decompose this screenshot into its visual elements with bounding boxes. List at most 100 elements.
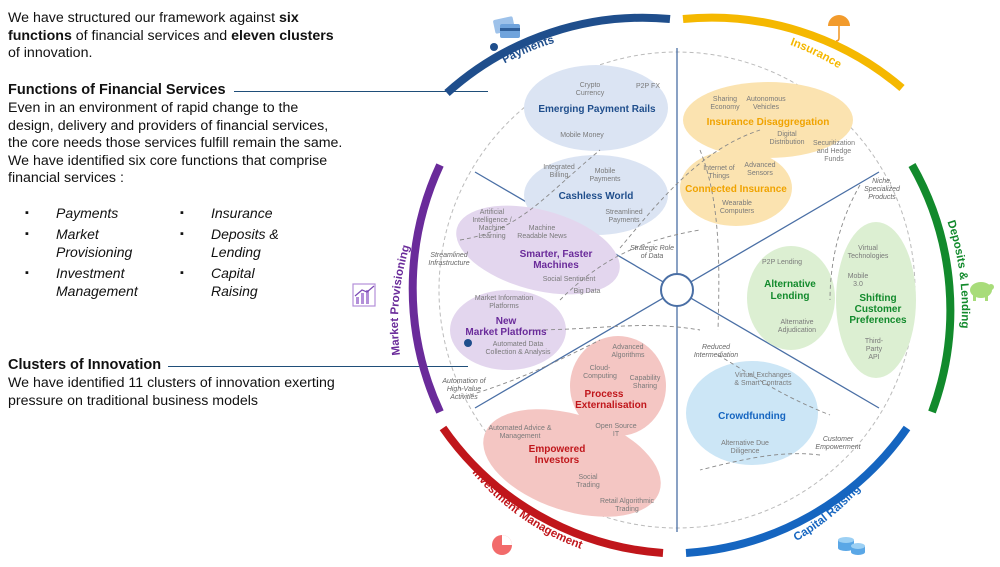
- bullet-capital-raising: ▪Capital Raising: [180, 265, 258, 299]
- cluster-alternative-lending-bg: [747, 246, 835, 350]
- theme-niche-3: Products: [868, 194, 896, 201]
- sub-social-sentiment: Social Sentiment: [543, 276, 596, 283]
- theme-reduced-intermediation-1: Reduced: [702, 344, 731, 351]
- theme-customer-empowerment-1: Customer: [823, 436, 854, 443]
- sub-iot-2: Things: [708, 173, 730, 180]
- cluster-process-2: Externalisation: [575, 400, 647, 411]
- cluster-process-1: Process: [585, 389, 624, 400]
- sub-open-source-1: Open Source: [595, 423, 636, 430]
- piggy-bank-icon: [970, 282, 994, 301]
- ring-marker-dot: [464, 339, 472, 347]
- theme-automation-3: Activities: [449, 394, 478, 401]
- bullet-label: Investment Management: [56, 265, 138, 299]
- cluster-crowdfunding-bg: [686, 361, 818, 465]
- ring-segment-market: [408, 163, 444, 414]
- sub-virtual-tech-2: Technologies: [848, 253, 889, 260]
- clusters-title: Clusters of Innovation: [8, 357, 162, 373]
- functions-title-rule: [234, 91, 488, 92]
- sub-capability-2: Sharing: [633, 383, 657, 390]
- sub-p2p-fx: P2P FX: [636, 83, 660, 90]
- intro-text: We have structured our framework against…: [8, 10, 348, 63]
- cluster-empowered-investors-bg: [483, 409, 661, 517]
- sub-ai-2: Intelligence /: [472, 217, 511, 224]
- functions-body: Even in an environment of rapid change t…: [8, 100, 343, 186]
- bar-chart-icon: [352, 283, 376, 307]
- sub-capability-1: Capability: [630, 375, 661, 382]
- sub-adv-algorithms-1: Advanced: [612, 344, 643, 351]
- sub-auto-data-1: Automated Data: [493, 341, 544, 348]
- intro-bold-clusters: eleven clusters: [231, 27, 334, 44]
- sub-market-info-1: Market Information: [475, 295, 533, 302]
- sub-mobile30-2: 3.0: [853, 281, 863, 288]
- coins-icon: [838, 537, 865, 555]
- sub-auto-advice-1: Automated Advice &: [488, 425, 551, 432]
- cluster-insurance-disaggregation: Insurance Disaggregation: [707, 117, 830, 128]
- sub-streamlined-payments-2: Payments: [608, 217, 640, 224]
- sub-virtual-exchanges-2: & Smart Contracts: [734, 380, 792, 387]
- theme-niche-1: Niche,: [872, 178, 892, 185]
- sub-crypto-2: Currency: [576, 90, 605, 97]
- theme-customer-empowerment-2: Empowerment: [815, 444, 861, 451]
- bullet-label: Capital Raising: [211, 265, 258, 299]
- sub-ai-3: Machine: [479, 225, 506, 232]
- sub-wearable-2: Computers: [720, 208, 755, 215]
- ring-segment-deposits: [908, 163, 955, 414]
- sub-autonomous-2: Vehicles: [753, 104, 780, 111]
- outer-ring: [408, 13, 955, 557]
- sub-securitization-3: Funds: [824, 156, 844, 163]
- sub-alt-due-2: Diligence: [731, 448, 760, 455]
- umbrella-icon: [828, 15, 850, 42]
- sub-crypto-1: Crypto: [580, 82, 601, 89]
- sub-iot-1: Internet of: [703, 165, 735, 172]
- bullet-label: Market Provisioning: [56, 226, 133, 260]
- sub-integrated-billing-1: Integrated: [543, 164, 575, 171]
- theme-connectors: [459, 129, 861, 471]
- cluster-new-market-platforms-bg: [450, 290, 566, 370]
- sub-integrated-billing-2: Billing: [550, 172, 569, 179]
- sub-mrn-1: Machine: [529, 225, 556, 232]
- theme-strategic-data-1: Strategic Role: [630, 245, 674, 252]
- cluster-alternative-lending-1: Alternative: [764, 279, 816, 290]
- sub-cloud-2: Computing: [583, 373, 617, 380]
- sub-alt-adjudication-2: Adjudication: [778, 327, 816, 334]
- theme-streamlined-infra-2: Infrastructure: [428, 260, 469, 267]
- theme-automation-1: Automation of: [441, 378, 486, 385]
- cluster-empowered-2: Investors: [535, 455, 580, 466]
- clusters-title-rule: [168, 366, 468, 367]
- sub-auto-data-2: Collection & Analysis: [486, 349, 551, 356]
- bullet-label: Deposits & Lending: [211, 226, 279, 260]
- sub-social-trading-1: Social: [578, 474, 598, 481]
- sub-third-party-api-1: Third-: [865, 338, 884, 345]
- sub-alt-adjudication-1: Alternative: [780, 319, 813, 326]
- cluster-smarter-2: Machines: [533, 260, 579, 271]
- cluster-new-market-1: New: [496, 316, 517, 327]
- cluster-new-market-2: Market Platforms: [465, 327, 547, 338]
- cluster-shifting-3: Preferences: [849, 315, 907, 326]
- sub-cloud-1: Cloud-: [590, 365, 611, 372]
- sub-retail-algo-2: Trading: [615, 506, 639, 513]
- cluster-emerging-payment-rails-bg: [524, 65, 668, 151]
- cluster-shifting-1: Shifting: [859, 293, 896, 304]
- intro-bold-functions: six functions: [8, 10, 299, 44]
- cluster-crowdfunding: Crowdfunding: [718, 411, 786, 422]
- cluster-process-externalisation-bg: [570, 336, 666, 436]
- theme-niche-2: Specialized: [864, 186, 901, 193]
- cluster-shifting-2: Customer: [855, 304, 902, 315]
- sub-open-source-2: IT: [613, 431, 620, 438]
- clusters-body: We have identified 11 clusters of innova…: [8, 375, 335, 409]
- sub-mrn-2: Readable News: [517, 233, 567, 240]
- sub-big-data: Big Data: [574, 288, 601, 295]
- ring-segment-investment: [439, 425, 664, 557]
- cluster-smarter-1: Smarter, Faster: [520, 249, 593, 260]
- theme-reduced-intermediation-2: Intermediation: [694, 352, 738, 359]
- ring-segment-insurance: [682, 13, 905, 92]
- bullet-label: Insurance: [211, 205, 273, 221]
- bullet-market-provisioning: ▪Market Provisioning: [25, 226, 133, 260]
- sub-securitization-1: Securitization: [813, 140, 855, 147]
- bullet-deposits-lending: ▪Deposits & Lending: [180, 226, 279, 260]
- sub-virtual-exchanges-1: Virtual Exchanges: [735, 372, 792, 379]
- sub-mobile-payments-1: Mobile: [595, 168, 616, 175]
- sub-auto-advice-2: Management: [500, 433, 541, 440]
- sub-digital-distribution-2: Distribution: [769, 139, 804, 146]
